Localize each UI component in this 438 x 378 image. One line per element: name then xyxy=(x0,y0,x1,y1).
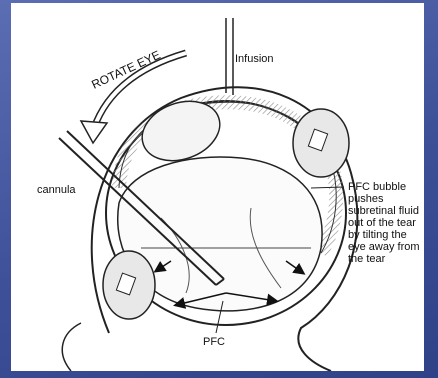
bubble-caption: PFC bubble pushes subretinal fluid out o… xyxy=(348,181,420,265)
pfc-label: PFC xyxy=(203,336,225,348)
bubble-caption-line: PFC bubble xyxy=(348,181,406,193)
cannula-label: cannula xyxy=(37,184,76,196)
bubble-caption-line: the tear xyxy=(348,253,386,265)
bubble-caption-line: eye away from xyxy=(348,241,420,253)
illustration-panel: ROTATE EYE Infusion cannula PFC PFC bubb… xyxy=(11,3,424,371)
bubble-caption-line: by tilting the xyxy=(348,229,407,241)
bubble-caption-line: subretinal fluid xyxy=(348,205,419,217)
bubble-caption-line: pushes xyxy=(348,193,384,205)
infusion-label: Infusion xyxy=(235,53,274,65)
rotate-arrowhead xyxy=(81,121,107,143)
eye-diagram: ROTATE EYE Infusion cannula PFC PFC bubb… xyxy=(11,3,424,371)
bubble-caption-line: out of the tear xyxy=(348,217,416,229)
